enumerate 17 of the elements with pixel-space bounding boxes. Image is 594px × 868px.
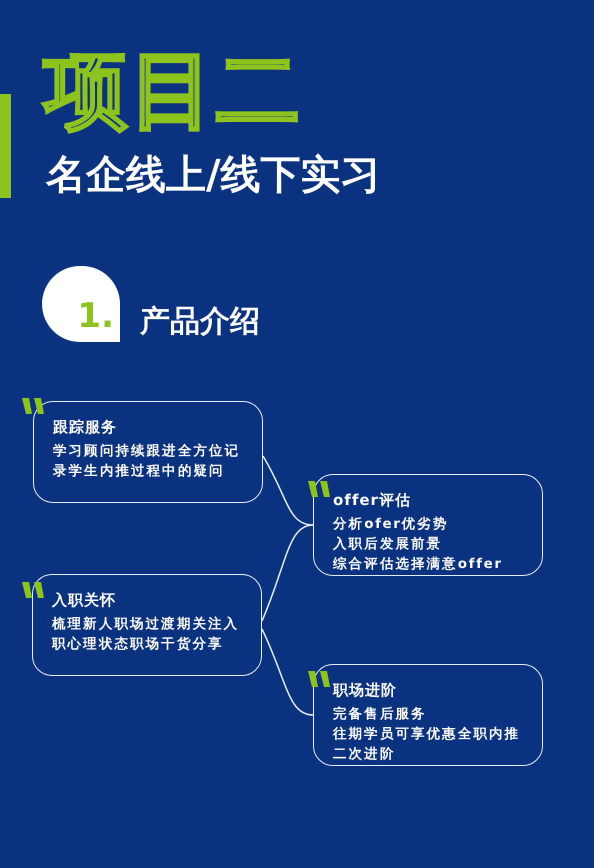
card-heading: 职场进阶: [333, 680, 397, 701]
subtitle: 名企线上/线下实习: [46, 151, 381, 200]
card-text: 往期学员可享优惠全职内推二次进阶: [333, 725, 522, 764]
card-heading: 入职关怀: [52, 590, 116, 611]
card-text: 学习顾问持续跟进全方位记录学生内推过程中的疑问: [53, 442, 242, 481]
card-text: 入职后发展前景: [333, 535, 444, 554]
number-badge: 1.: [42, 266, 120, 342]
card-text: 分析ofer优劣势: [333, 515, 450, 534]
card-text: 梳理新人职场过渡期关注入职心理状态职场干货分享: [52, 615, 240, 654]
card-heading: offer评估: [333, 490, 411, 511]
card-text: 综合评估选择满意offer: [333, 555, 504, 574]
connector-line: [262, 456, 314, 526]
connector-line: [261, 524, 314, 622]
card-heading: 跟踪服务: [53, 417, 117, 438]
section-heading: 产品介绍: [140, 303, 260, 341]
connector-line: [261, 628, 314, 716]
card-text: 完备售后服务: [333, 705, 428, 724]
